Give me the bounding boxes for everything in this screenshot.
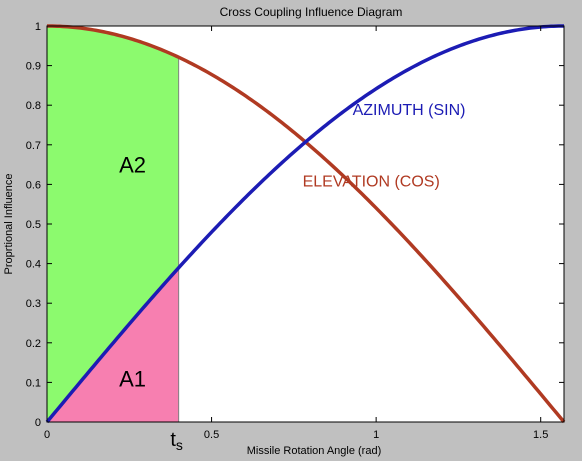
area-label-a1: A1 [119,366,146,391]
y-tick-label: 0.8 [26,100,41,112]
y-axis-label: Proprtional Influence [3,174,15,275]
x-tick-label: 0 [44,429,50,441]
series-label-cos: ELEVATION (COS) [303,173,440,190]
x-tick-label: 1.5 [533,429,548,441]
y-tick-label: 0.7 [26,140,41,152]
y-tick-label: 0.6 [26,179,41,191]
series-labels: AZIMUTH (SIN) ELEVATION (COS) [303,102,466,190]
series-line-sin [45,24,565,424]
area-a2 [47,26,179,422]
y-tick-label: 0.4 [26,259,41,271]
annotations: ts [170,429,183,453]
area-label-a2: A2 [119,153,146,178]
x-tick-label: 1 [373,429,379,441]
y-tick-label: 0.5 [26,219,41,231]
chart-title: Cross Coupling Influence Diagram [220,5,403,19]
x-axis-label: Missile Rotation Angle (rad) [247,445,382,457]
x-tick-label: 0.5 [204,429,219,441]
series-lines [45,24,566,424]
axis-ticks [46,25,564,423]
shaded-areas [47,26,179,422]
area-labels: A1 A2 [119,153,146,392]
y-tick-label: 0.3 [26,298,41,310]
ts-annotation: ts [170,429,183,453]
y-tick-label: 0.9 [26,61,41,73]
y-tick-label: 0 [35,417,41,429]
y-tick-label: 0.2 [26,338,41,350]
y-tick-label: 0.1 [26,377,41,389]
y-tick-label: 1 [35,21,41,33]
series-label-sin: AZIMUTH (SIN) [353,102,466,119]
axis-tick-labels: 0 0.5 1 1.5 0 0.1 0.2 0.3 0.4 0.5 0.6 0.7 0.8 0.9 1 [26,21,549,441]
